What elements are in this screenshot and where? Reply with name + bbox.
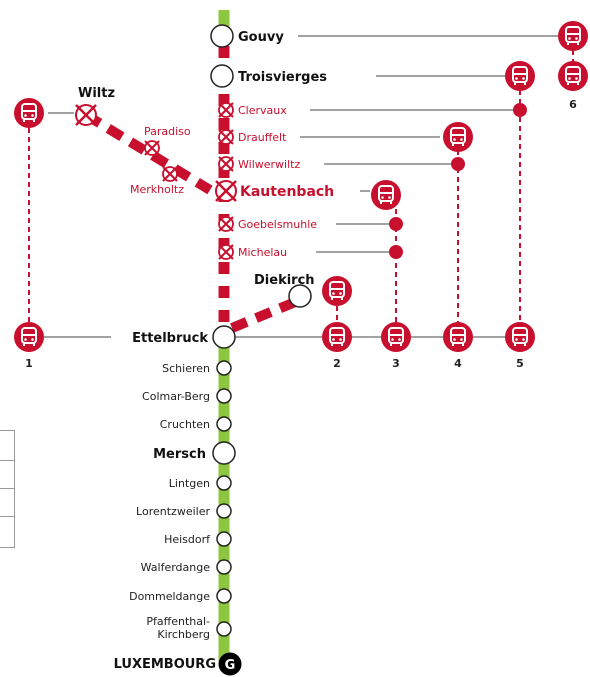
legend-row — [0, 460, 14, 461]
legend-row — [0, 488, 14, 489]
station-label: Gouvy — [238, 30, 284, 45]
closed-station-icon[interactable] — [162, 166, 178, 182]
closed-station-icon[interactable] — [144, 140, 160, 156]
closed-station-icon[interactable] — [218, 102, 234, 118]
legend-table — [0, 430, 15, 548]
bus-icon[interactable] — [504, 321, 536, 353]
diekirch-branch-disrupted — [230, 295, 302, 333]
station-label: Walferdange — [141, 561, 211, 574]
bus-icon[interactable] — [321, 321, 353, 353]
station-label: Merkholtz — [130, 183, 184, 196]
closed-station-icon[interactable] — [214, 179, 238, 203]
bus-route-number: 2 — [333, 357, 341, 370]
station-label: LUXEMBOURG — [114, 657, 216, 672]
bus-route-number: 3 — [392, 357, 400, 370]
bus-route-number: 5 — [516, 357, 524, 370]
legend-row — [0, 516, 14, 517]
bus-icon[interactable] — [442, 121, 474, 153]
station-label: Kirchberg — [157, 628, 210, 641]
station-label: Lorentzweiler — [136, 505, 210, 518]
station-label: Clervaux — [238, 104, 287, 117]
bus-icon[interactable] — [321, 275, 353, 307]
terminus-letter: G — [225, 658, 236, 673]
station-label: Diekirch — [254, 273, 315, 288]
bus-icon[interactable] — [13, 321, 45, 353]
bus-icon[interactable] — [504, 60, 536, 92]
station-mersch[interactable] — [212, 441, 236, 465]
station-label: Michelau — [238, 246, 287, 259]
bus-icon[interactable] — [557, 20, 589, 52]
bus-icon[interactable] — [442, 321, 474, 353]
bus-junction-dots — [389, 103, 527, 259]
closed-station-icon[interactable] — [218, 216, 234, 232]
station-label: Mersch — [153, 447, 206, 462]
closed-station-icon[interactable] — [218, 244, 234, 260]
station-heisdorf[interactable] — [216, 531, 232, 547]
station-cruchten[interactable] — [216, 416, 232, 432]
station-label: Paradiso — [144, 125, 191, 138]
station-label: Schieren — [162, 362, 210, 375]
station-label: Wilwerwiltz — [238, 158, 300, 171]
bus-icon[interactable] — [380, 321, 412, 353]
station-lorentzweiler[interactable] — [216, 503, 232, 519]
station-label: Heisdorf — [164, 533, 211, 546]
station-label: Lintgen — [169, 477, 210, 490]
station-troisvierges[interactable] — [210, 64, 234, 88]
station-lintgen[interactable] — [216, 475, 232, 491]
bus-icon[interactable] — [557, 60, 589, 92]
station-label: Ettelbruck — [132, 331, 208, 346]
bus-route-number: 4 — [454, 357, 462, 370]
station-label: Kautenbach — [240, 184, 334, 200]
station-ettelbruck[interactable] — [212, 325, 236, 349]
station-label: Troisvierges — [238, 70, 327, 85]
station-walferdange[interactable] — [216, 559, 232, 575]
station-dommeldange[interactable] — [216, 588, 232, 604]
station-diekirch[interactable] — [288, 284, 312, 308]
station-label: Colmar-Berg — [142, 390, 210, 403]
station-schieren[interactable] — [216, 360, 232, 376]
station-gouvy[interactable] — [210, 24, 234, 48]
station-label: Dommeldange — [129, 590, 210, 603]
station-colmar-berg[interactable] — [216, 388, 232, 404]
terminus-g-icon[interactable] — [218, 652, 242, 676]
station-label: Wiltz — [78, 86, 115, 101]
closed-station-icon[interactable] — [218, 129, 234, 145]
station-label: Cruchten — [160, 418, 210, 431]
bus-route-number: 1 — [25, 357, 33, 370]
station-label: Drauffelt — [238, 131, 287, 144]
station-pfaffenthal-kirchberg[interactable] — [216, 621, 232, 637]
closed-station-icon[interactable] — [218, 156, 234, 172]
station-label: Goebelsmuhle — [238, 218, 317, 231]
closed-station-icon[interactable] — [74, 103, 98, 127]
station-label: Pfaffenthal- — [146, 615, 210, 628]
bus-icon[interactable] — [13, 97, 45, 129]
bus-icon[interactable] — [370, 179, 402, 211]
bus-route-number: 6 — [569, 98, 577, 111]
